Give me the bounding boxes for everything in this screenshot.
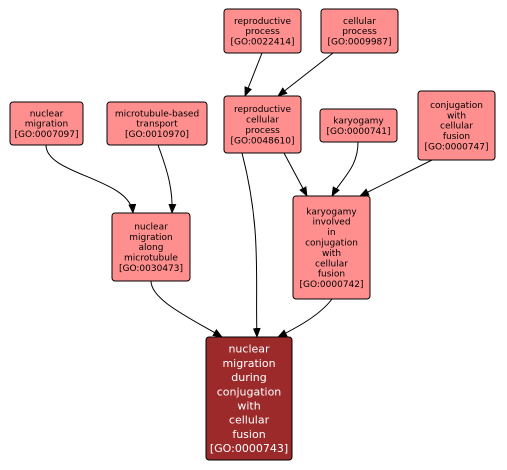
node-label-line: fusion [443,132,470,142]
node-label-line: cellular [440,122,473,132]
node-label-line: nuclear [134,222,168,232]
node-label-line: migration [222,357,275,370]
node-label-line: microtubule [124,254,178,264]
node-label-line: with [447,111,466,121]
node-box [223,95,302,154]
node-label-line: with [237,400,260,413]
node-label-line: reproductive [234,17,291,27]
node-box [417,90,496,161]
node-label-line: microtubule-based [115,109,199,119]
node-label-line: [GO:0009987] [327,38,391,48]
node-label-line: [GO:0000743] [210,442,288,455]
node-label-line: karyogamy [306,207,357,217]
node-label-line: cellular [315,259,348,269]
edge-microtubule-transport-to-nuclear-migration-microtubule [157,144,177,214]
edge-cellular-process-to-reproductive-cellular-process [277,52,334,97]
node-label-line: conjugation [430,101,483,111]
node-label-line: with [322,249,341,259]
edge-reproductive-cellular-process-to-target [241,152,261,338]
node-box [205,336,293,461]
node-label-line: [GO:0000742] [299,280,363,290]
node-box [320,8,399,54]
edge-karyogamy-to-karyogamy-conjugation [331,141,359,197]
edge-reproductive-cellular-process-to-karyogamy-conjugation [283,152,308,197]
node-label-line: [GO:0000747] [424,143,488,153]
node-label-line: fusion [318,270,345,280]
node-box [319,108,398,143]
node-label-line: [GO:0030473] [119,264,183,274]
node-label-line: cellular [246,116,279,126]
edge-nuclear-migration-microtubule-to-target [150,280,223,338]
node-box [292,195,371,300]
node-box [223,8,302,54]
go-term-conjugation-with-cellular-fusion[interactable]: conjugationwithcellularfusion[GO:0000747… [417,90,496,161]
node-label-line: [GO:0000741] [326,127,390,137]
node-label-line: process [342,27,377,37]
node-label-line: conjugation [305,238,358,248]
node-label-line: migration [25,120,68,130]
node-label-line: [GO:0007097] [14,130,78,140]
node-box [111,212,191,282]
node-label-line: in [327,228,335,238]
node-label-line: along [139,243,164,253]
node-label-line: cellular [343,17,376,27]
edge-conjugation-cellular-fusion-to-karyogamy-conjugation [359,159,433,197]
edge-karyogamy-conjugation-to-target [277,298,333,338]
node-label-line: conjugation [217,385,282,398]
node-label-line: process [245,27,280,37]
node-label-line: [GO:0022414] [230,38,294,48]
node-label-line: fusion [232,428,265,441]
go-term-nuclear-migration-along-microtubule[interactable]: nuclearmigrationalongmicrotubule[GO:0030… [111,212,191,282]
node-label-line: migration [129,233,172,243]
node-label-line: [GO:0010970] [125,130,189,140]
node-label-line: reproductive [234,105,291,115]
node-label-line: cellular [229,414,270,427]
node-label-line: process [245,126,280,136]
edge-reproductive-process-to-reproductive-cellular-process [244,52,263,97]
node-label-line: [GO:0048610] [230,136,294,146]
go-term-karyogamy-involved-in-conjugation[interactable]: karyogamyinvolvedinconjugationwithcellul… [292,195,371,300]
node-label-line: nuclear [228,343,270,356]
node-label-line: during [231,371,267,384]
node-label-line: involved [312,218,350,228]
node-label-line: karyogamy [333,117,384,127]
node-label-line: nuclear [30,109,64,119]
edges [45,52,433,338]
node-box [106,101,208,146]
node-box [9,101,84,146]
go-term-karyogamy[interactable]: karyogamy[GO:0000741] [319,108,398,143]
edge-nuclear-migration-to-nuclear-migration-microtubule [45,144,137,214]
node-label-line: transport [136,120,178,130]
